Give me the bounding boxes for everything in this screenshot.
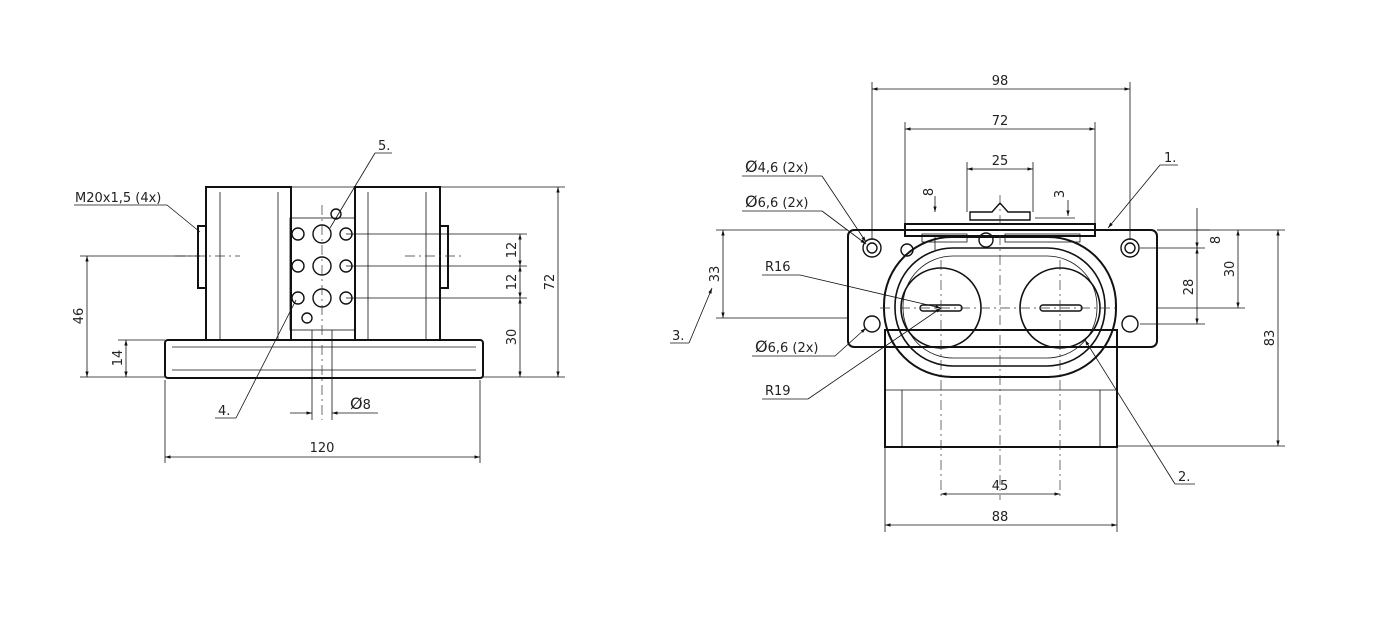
label-r16: R16 [762, 260, 942, 309]
dim-98: 98 [871, 74, 1131, 240]
dim-120: 120 [164, 380, 481, 463]
svg-text:Ø6,6 (2x): Ø6,6 (2x) [745, 192, 809, 211]
svg-text:28: 28 [1182, 279, 1197, 296]
svg-text:Ø4,6 (2x): Ø4,6 (2x) [745, 157, 809, 176]
dim-88: 88 [884, 447, 1118, 532]
callout-2: 2. [1084, 339, 1195, 485]
svg-text:2.: 2. [1178, 470, 1190, 485]
svg-text:1.: 1. [1164, 151, 1176, 166]
dim-28: 28 [1140, 248, 1205, 325]
dim-3: 3 [1035, 190, 1075, 219]
dim-dia8-text: Ø8 [350, 394, 371, 413]
svg-text:8: 8 [922, 188, 937, 196]
svg-text:8: 8 [1209, 236, 1224, 244]
callout-5: 5. [329, 139, 392, 229]
svg-text:5.: 5. [378, 139, 390, 154]
svg-text:R19: R19 [765, 384, 791, 399]
gland-left [197, 225, 207, 289]
callout-3: 3. [670, 287, 713, 344]
dim-8-top: 8 [922, 188, 937, 250]
svg-text:88: 88 [992, 510, 1009, 525]
dim-45: 45 [941, 479, 1060, 496]
dim-72-text: 72 [543, 274, 558, 291]
svg-text:83: 83 [1263, 330, 1278, 347]
label-dia46: Ø4,6 (2x) [742, 157, 867, 243]
svg-text:25: 25 [992, 154, 1009, 169]
base-plate [164, 339, 484, 379]
callout-1: 1. [1107, 151, 1178, 229]
svg-text:72: 72 [992, 114, 1009, 129]
label-dia66-top: Ø6,6 (2x) [742, 192, 867, 245]
gland-right [439, 225, 449, 289]
svg-text:98: 98 [992, 74, 1009, 89]
svg-text:33: 33 [708, 266, 723, 283]
dim-46: 46 [72, 255, 200, 378]
svg-text:M20x1,5 (4x): M20x1,5 (4x) [75, 191, 161, 206]
svg-text:R16: R16 [765, 260, 791, 275]
svg-text:Ø6,6 (2x): Ø6,6 (2x) [755, 337, 819, 356]
left-view: 120 72 46 14 30 12 [72, 139, 565, 463]
svg-text:30: 30 [1223, 261, 1238, 278]
flange-plate [847, 229, 1158, 348]
dim-12-pitch: 12 12 [346, 233, 527, 298]
dim-30-left: 30 [346, 297, 527, 377]
mounting-holes [862, 238, 1140, 333]
right-view: 98 72 25 8 3 8 [670, 74, 1285, 532]
dim-14-text: 14 [111, 350, 126, 367]
callout-4: 4. [215, 299, 297, 419]
label-dia66-bottom: Ø6,6 (2x) [752, 327, 867, 357]
svg-text:3.: 3. [672, 329, 684, 344]
thread-label: M20x1,5 (4x) [74, 191, 201, 233]
dim-14: 14 [111, 339, 165, 377]
dim-12a-text: 12 [505, 242, 520, 259]
svg-text:45: 45 [992, 479, 1009, 494]
svg-text:4.: 4. [218, 404, 230, 419]
dim-83: 83 [1117, 229, 1285, 447]
dim-12b-text: 12 [505, 274, 520, 291]
dim-72: 72 [440, 186, 565, 378]
dim-25: 25 [966, 154, 1034, 212]
dim-72-right: 72 [904, 114, 1096, 224]
dim-46-text: 46 [72, 308, 87, 325]
oval-frame-inner [894, 247, 1106, 367]
dim-30-right: 30 [1157, 230, 1245, 309]
dim-dia8: Ø8 [290, 330, 378, 420]
dim-33: 33 [708, 229, 848, 319]
dim-30-left-text: 30 [505, 329, 520, 346]
terminal-block [289, 217, 356, 331]
svg-text:3: 3 [1053, 190, 1068, 198]
lower-housing [884, 329, 1118, 448]
dim-120-text: 120 [310, 441, 335, 456]
label-r19: R19 [762, 307, 942, 400]
dim-8-right: 8 [1140, 208, 1224, 249]
